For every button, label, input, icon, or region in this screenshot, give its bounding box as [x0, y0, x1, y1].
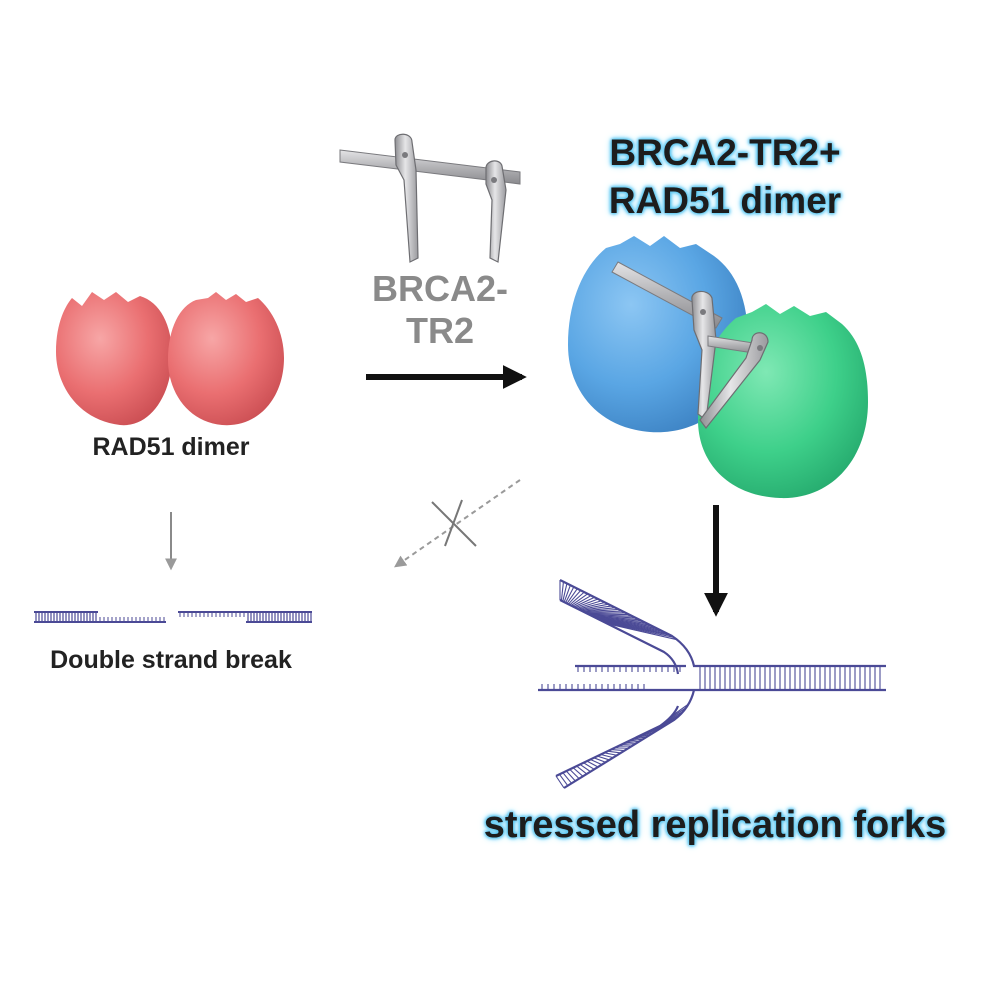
rad51-red-left [56, 292, 172, 426]
rad51-dimer-label: RAD51 dimer [92, 433, 250, 461]
complex-label-line2: RAD51 dimer [608, 180, 842, 221]
clamp-icon [339, 133, 521, 263]
rad51-green [698, 304, 868, 499]
blocked-arrow-icon [394, 479, 521, 568]
rad51-red-right [168, 292, 284, 426]
complex-icon [568, 236, 868, 499]
complex-label-line1: BRCA2-TR2+ [609, 132, 841, 173]
double-strand-break-label: Double strand break [50, 646, 292, 674]
rad51-dimer-icon [56, 292, 284, 426]
brca2-tr2-label-line2: TR2 [405, 310, 474, 351]
replication-fork-icon [538, 579, 886, 789]
dna-break-icon [34, 611, 312, 623]
stressed-forks-label: stressed replication forks [483, 804, 947, 846]
brca2-tr2-label-line1: BRCA2- [371, 268, 508, 309]
